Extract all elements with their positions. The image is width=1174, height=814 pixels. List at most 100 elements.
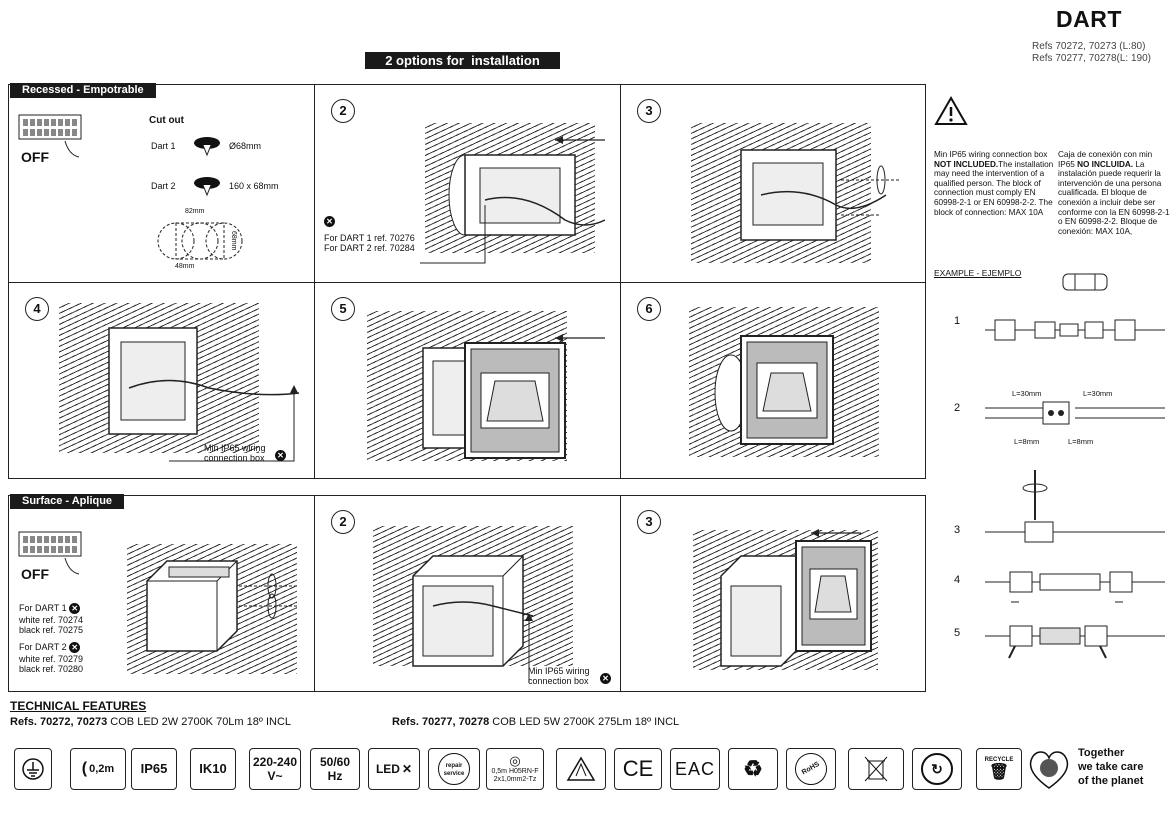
step-2-badge: 2 <box>331 99 355 123</box>
surface-tag: Surface - Aplique <box>10 494 125 509</box>
rohs-icon: RoHS <box>786 747 836 791</box>
step-2-badge: 2 <box>331 510 355 534</box>
insert-arrow <box>811 529 861 537</box>
frequency-line-1: 50/60 <box>319 755 351 769</box>
tech-ref-2-text: COB LED 5W 2700K 275Lm 18º INCL <box>489 716 680 728</box>
box-note-2: For DART 2 ref. 70284 <box>324 243 415 253</box>
surface-step3-panel: 3 <box>620 495 926 692</box>
box-note-1: For DART 1 ref. 70276 <box>324 233 415 243</box>
green-dot-icon: ↻ <box>912 748 962 790</box>
warning-es-2: La instalación puede requerir la interve… <box>1058 159 1170 236</box>
connector-step4-illustration <box>985 571 1165 603</box>
example-title: EXAMPLE - EJEMPLO <box>934 268 1022 278</box>
dim-82: 82mm <box>185 208 205 215</box>
recessed-step5-panel: 5 <box>314 282 621 479</box>
technical-title: TECHNICAL FEATURES <box>10 699 147 713</box>
x-mark: ✕ <box>324 213 335 231</box>
tech-ref-1-text: COB LED 2W 2700K 70Lm 18º INCL <box>107 716 292 728</box>
surface-dart1-white: white ref. 70274 <box>19 615 84 625</box>
l8-a: L=8mm <box>1014 437 1040 446</box>
warning-text-es: Caja de conexión con min IP65 NO INCLUID… <box>1058 150 1170 236</box>
refs-line-2: Refs 70277, 70278(L: 190) <box>1032 53 1151 64</box>
dart1-size: Ø68mm <box>229 141 262 151</box>
recessed-step1-panel: OFF Cut out Dart 1 Ø68mm Dart 2 160 x 68… <box>8 84 315 283</box>
up-arrow <box>169 385 298 462</box>
surface-step1-panel: OFF For DART 1 ✕ white ref. 70274 black … <box>8 495 315 692</box>
recycle-label: RECYCLE <box>984 757 1014 763</box>
frequency-line-2: Hz <box>327 769 343 783</box>
warning-es-1: Caja de conexión con min IP65 <box>1058 150 1153 169</box>
l8-b: L=8mm <box>1068 437 1094 446</box>
pointer-line <box>420 205 486 264</box>
warning-en-1: Min IP65 wiring connection box <box>934 150 1048 159</box>
ground-icon <box>14 748 52 790</box>
repair-service-icon: repair service <box>428 748 480 790</box>
led-not-replaceable-icon: LED✕ <box>368 748 420 790</box>
surface-dart2-label: For DART 2 ✕ <box>19 642 81 654</box>
weee-bin-icon <box>848 748 904 790</box>
min-ip65-line1: Min IP65 wiring <box>528 666 590 676</box>
switch-panel-illustration <box>18 531 82 575</box>
switch-panel-illustration <box>18 114 82 158</box>
dart2-size: 160 x 68mm <box>229 181 279 191</box>
connector-step1-illustration <box>985 319 1165 341</box>
ik-rating-icon: IK10 <box>190 748 236 790</box>
connector-top-illustration <box>1062 273 1108 291</box>
cable-spec-line-1: 0,5m H05RN-F <box>491 768 539 775</box>
step-3-badge: 3 <box>637 99 661 123</box>
recessed-step6-panel: 6 <box>620 282 926 479</box>
cable-spec-line-2: 2x1,0mm2-Tz <box>493 776 537 783</box>
fixture-installed-illustration <box>714 335 834 445</box>
repair-service-label: repair service <box>438 753 470 785</box>
cutout-dimension-drawing <box>157 222 243 260</box>
warning-text-en: Min IP65 wiring connection box NOT INCLU… <box>934 150 1056 217</box>
ce-mark-icon: CE <box>614 748 662 790</box>
led-label: LED <box>375 762 400 776</box>
eac-mark-icon: EAC <box>670 748 720 790</box>
recessed-step4-panel: 4 Min IP65 wiring connection box ✕ <box>8 282 315 479</box>
refs-line-1: Refs 70272, 70273 (L:80) <box>1032 41 1146 52</box>
warning-en-bold: NOT INCLUDED. <box>934 159 999 169</box>
surface-dart1-label: For DART 1 ✕ <box>19 603 81 615</box>
surface-dart1-black: black ref. 70275 <box>19 625 84 635</box>
recessed-step2-panel: 2 ✕ For DART 1 ref. 70276 For DART 2 ref… <box>314 84 621 283</box>
x-mark: ✕ <box>69 642 81 654</box>
step-3-badge: 3 <box>637 510 661 534</box>
voltage-line-2: V~ <box>267 769 283 783</box>
voltage-line-1: 220-240 <box>252 755 298 769</box>
cable-length-value: 0,2m <box>89 763 115 775</box>
recessed-step3-panel: 3 <box>620 84 926 283</box>
tech-ref-1: Refs. 70272, 70273 COB LED 2W 2700K 70Lm… <box>10 716 291 728</box>
connector-step3-illustration <box>985 470 1165 543</box>
triman-recycle-icon: ♻ <box>728 748 778 790</box>
surface-box-open-illustration <box>412 555 534 667</box>
installation-title: 2 options for installation <box>365 52 560 69</box>
warning-en-2: The installation may need the interventi… <box>934 159 1054 217</box>
surface-box-illustration <box>146 560 297 652</box>
x-mark: ✕ <box>600 670 611 688</box>
example-step-1: 1 <box>954 315 961 327</box>
step-5-badge: 5 <box>331 297 355 321</box>
l30-b: L=30mm <box>1083 389 1113 398</box>
planet-heart-icon <box>1029 751 1069 789</box>
step-4-badge: 4 <box>25 297 49 321</box>
dim-48: 48mm <box>175 263 195 270</box>
warning-icon <box>934 95 968 125</box>
dart1-label: Dart 1 <box>151 141 176 151</box>
min-ip65-line2: connection box <box>528 676 589 686</box>
warning-es-bold: NO INCLUIDA. <box>1077 159 1134 169</box>
box-installed-illustration <box>108 327 300 435</box>
example-step-3: 3 <box>954 524 961 536</box>
recessed-tag: Recessed - Empotrable <box>10 83 156 98</box>
cable-length-icon: (0,2m <box>70 748 126 790</box>
example-step-5: 5 <box>954 627 961 639</box>
surface-step2-panel: 2 Min IP65 wiring connection box ✕ <box>314 495 621 692</box>
connector-step5-illustration <box>985 625 1165 659</box>
fixture-insert-illustration <box>422 342 566 459</box>
surface-dart2-text: For DART 2 <box>19 642 67 652</box>
connector-step2-illustration <box>985 401 1165 425</box>
insert-arrow <box>555 334 605 342</box>
ip-rating-icon: IP65 <box>131 748 177 790</box>
